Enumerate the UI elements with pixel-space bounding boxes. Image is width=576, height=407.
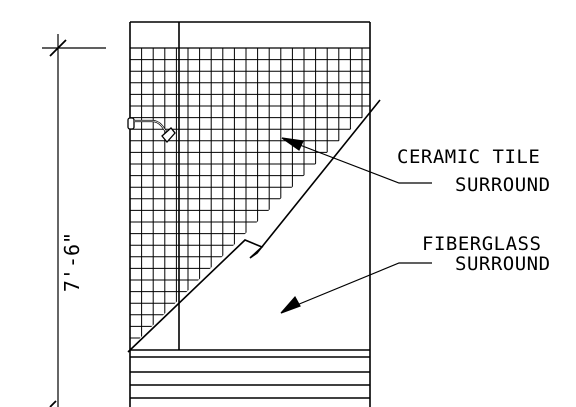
dimension-tick-top xyxy=(49,39,67,57)
ceramic-callout-leader xyxy=(281,137,432,184)
shower-stall-outline xyxy=(129,21,371,407)
fiberglass-callout-leader xyxy=(280,262,432,314)
shower-head-icon xyxy=(127,117,176,143)
ceramic-tile-grid xyxy=(130,48,370,350)
ceramic-label-line1: CERAMIC TILE xyxy=(397,146,540,168)
height-dimension xyxy=(42,34,106,407)
break-line-icon xyxy=(127,99,381,353)
tub-base xyxy=(130,349,370,399)
fiberglass-label-line1: FIBERGLASS xyxy=(422,233,541,255)
fiberglass-label-line2: SURROUND xyxy=(455,253,551,275)
dimension-label: 7'-6" xyxy=(60,232,84,292)
ceramic-label-line2: SURROUND xyxy=(455,174,551,196)
dimension-tick-bottom xyxy=(49,400,57,407)
